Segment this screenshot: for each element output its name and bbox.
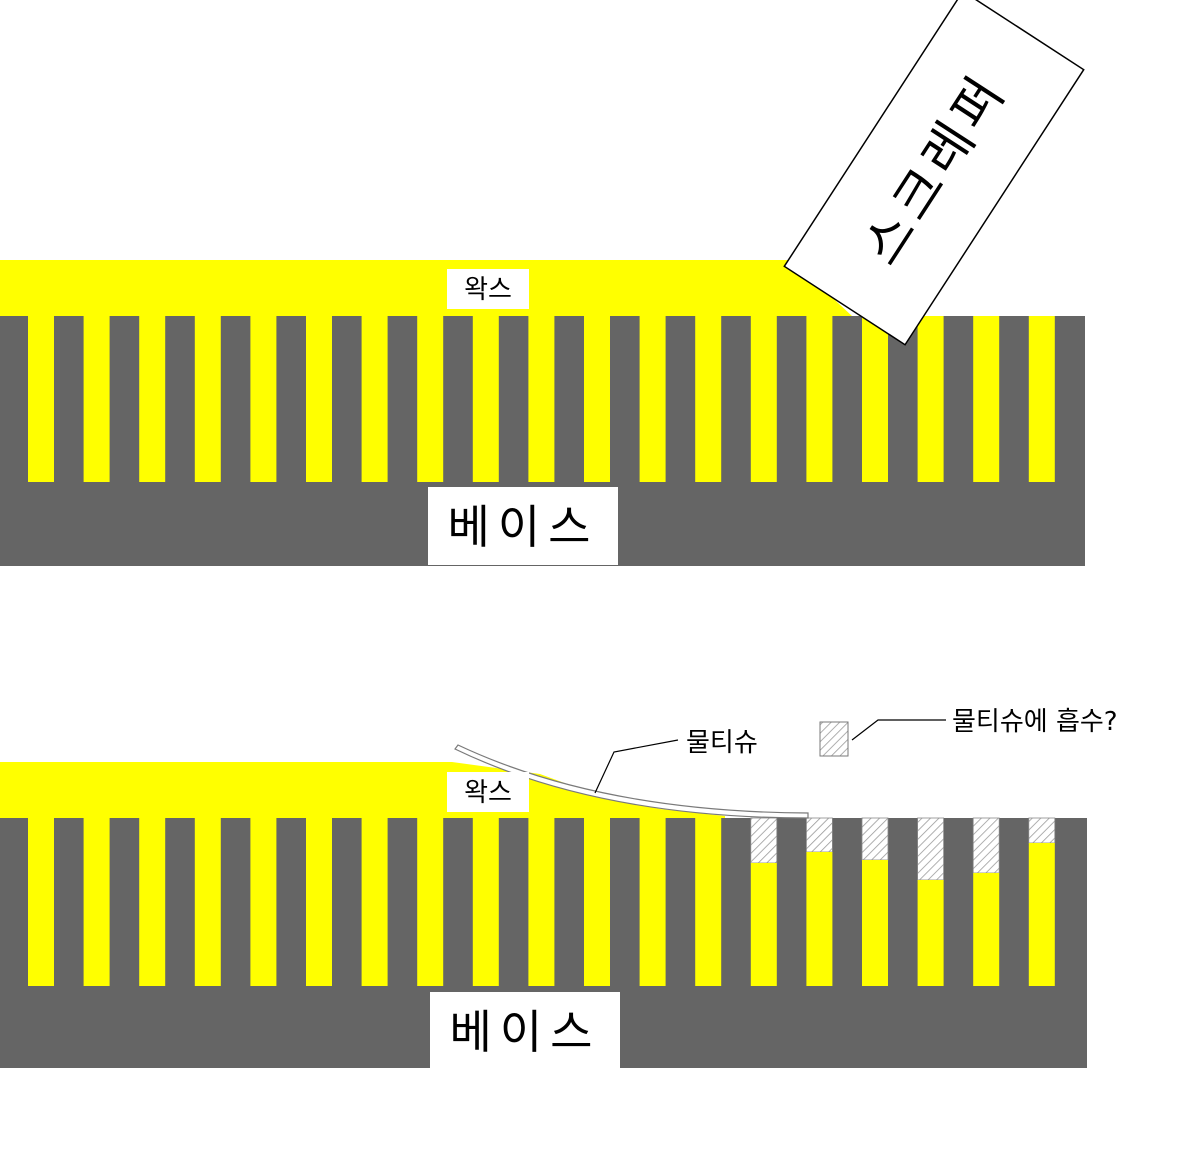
- wax-groove: [584, 818, 610, 986]
- absorbed-groove-hatch: [750, 817, 778, 864]
- wax-groove: [1028, 316, 1055, 482]
- tissue-callout: 물티슈: [594, 728, 758, 794]
- tissue-leader-line: [594, 739, 679, 794]
- wax-groove: [139, 316, 166, 482]
- wax-groove: [194, 818, 221, 986]
- wax-label-text: 왁스: [464, 778, 512, 808]
- wax-groove: [417, 316, 444, 482]
- wax-groove: [28, 818, 54, 986]
- wax-groove: [472, 316, 499, 482]
- wax-label-text: 왁스: [464, 275, 512, 305]
- base-label: 베이스: [428, 487, 618, 565]
- wax-groove: [306, 316, 332, 482]
- legend-label-text: 물티슈에 흡수?: [952, 707, 1118, 737]
- wax-groove: [806, 316, 833, 482]
- wax-layer: [0, 762, 725, 818]
- wax-groove: [83, 818, 110, 986]
- wax-label-box: [447, 269, 529, 309]
- absorbed-groove-hatch: [917, 817, 944, 881]
- absorbed-legend: 물티슈에 흡수?: [819, 707, 1118, 757]
- remaining-wax-groove: [1028, 843, 1055, 986]
- wax-groove: [917, 316, 944, 482]
- wax-groove: [750, 316, 777, 482]
- wax-groove: [695, 316, 722, 482]
- remaining-wax-groove: [750, 863, 777, 986]
- tissue-label-text: 물티슈: [686, 728, 758, 758]
- wax-groove: [139, 818, 166, 986]
- wax-groove: [83, 316, 110, 482]
- wax-layer: [0, 260, 852, 316]
- absorbed-groove-hatch: [861, 817, 889, 861]
- wet-tissue: [454, 744, 809, 819]
- wax-label: 왁스: [447, 269, 529, 309]
- wax-groove: [862, 316, 888, 482]
- wax-groove: [639, 316, 666, 482]
- wax-groove: [194, 316, 221, 482]
- wax-groove: [361, 316, 388, 482]
- absorbed-groove-hatch: [972, 817, 1000, 874]
- wax-label: 왁스: [447, 772, 529, 812]
- remaining-wax-groove: [806, 852, 833, 986]
- remaining-wax-groove: [917, 880, 944, 986]
- wax-groove: [695, 818, 722, 986]
- base-label-text: 베이스: [450, 1005, 601, 1059]
- hatched-legend-swatch: [819, 721, 849, 757]
- wax-groove: [639, 818, 666, 986]
- wax-groove: [250, 818, 277, 986]
- wax-groove: [528, 316, 555, 482]
- wax-groove: [417, 818, 444, 986]
- scraper: 스크레퍼: [783, 0, 1085, 346]
- wax-groove: [472, 818, 499, 986]
- bottom-panel: 왁스 베이스 물티슈 물티슈에 흡수?: [0, 707, 1118, 1070]
- wax-groove: [528, 818, 555, 986]
- wax-groove: [250, 316, 277, 482]
- wax-filled-grooves: [28, 817, 1056, 986]
- base-label: 베이스: [430, 992, 620, 1070]
- remaining-wax-groove: [862, 860, 888, 986]
- remaining-wax-groove: [973, 873, 1000, 986]
- wax-groove: [306, 818, 332, 986]
- absorbed-groove-hatch: [1028, 817, 1056, 844]
- wax-groove: [28, 316, 54, 482]
- wax-groove: [361, 818, 388, 986]
- legend-leader-line: [851, 719, 946, 741]
- wax-filled-grooves: [28, 316, 1055, 482]
- wax-groove: [584, 316, 610, 482]
- top-panel: 왁스 베이스 스크레퍼: [0, 0, 1085, 566]
- wax-label-box: [447, 772, 529, 812]
- wax-groove: [973, 316, 1000, 482]
- scraper-blade: [783, 0, 1085, 346]
- absorbed-groove-hatch: [806, 817, 833, 853]
- base-label-box: [430, 992, 620, 1070]
- base-label-box: [428, 487, 618, 565]
- base-label-text: 베이스: [448, 500, 599, 554]
